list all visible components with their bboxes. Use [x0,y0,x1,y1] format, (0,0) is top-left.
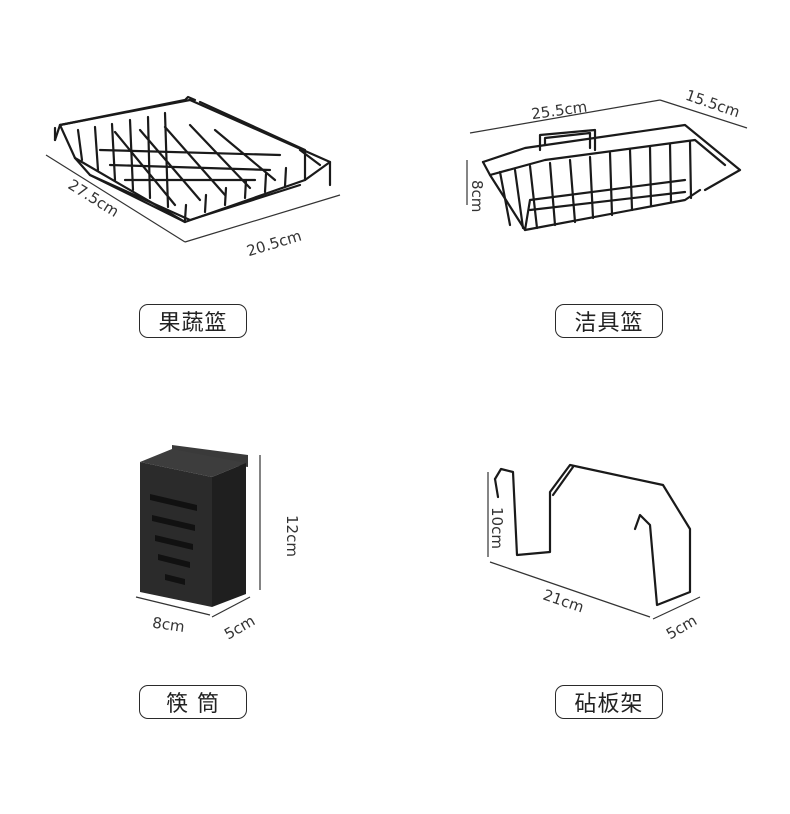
width-dimension-line [489,561,651,618]
width-dimension-line [135,596,211,616]
cutting-board-rack-label: 砧板架 [555,685,663,719]
fruit-basket-label: 果蔬篮 [139,304,247,338]
height-dimension-label: 8cm [468,180,486,212]
panel-fruit-basket: 27.5cm 20.5cm 果蔬篮 [0,0,395,407]
cleaning-basket-illustration: 25.5cm 15.5cm 8cm [466,86,748,232]
panel-chopstick-holder: 12cm 8cm 5cm 筷 筒 [0,407,395,814]
width-dimension-line [469,99,661,134]
chopstick-holder-illustration: 12cm 8cm 5cm [135,445,301,644]
fruit-basket-wire [53,95,332,224]
cleaning-basket-label: 洁具篮 [555,304,663,338]
depth-dimension-line [659,99,748,129]
depth-dimension-label: 5cm [663,611,700,643]
depth-dimension-line [45,154,186,243]
depth-dimension-line [211,596,251,618]
chopstick-holder-label: 筷 筒 [139,685,247,719]
panel-cleaning-basket: 25.5cm 15.5cm 8cm 洁具篮 [395,0,790,407]
height-dimension-label: 12cm [283,515,301,557]
cutting-board-rack-illustration: 10cm 21cm 5cm [487,463,701,643]
cleaning-basket-wire [481,123,742,232]
width-dimension-label: 8cm [151,614,186,636]
fruit-basket-illustration: 27.5cm 20.5cm [45,95,341,261]
depth-dimension-line [652,596,701,620]
depth-dimension-label: 15.5cm [683,86,742,121]
depth-dimension-label: 5cm [221,612,258,644]
width-dimension-label: 21cm [541,586,587,617]
chopstick-holder-body [140,445,248,607]
width-dimension-line [184,194,341,243]
panel-cutting-board-rack: 10cm 21cm 5cm 砧板架 [395,407,790,814]
cutting-board-rack-wire [493,463,692,607]
depth-dimension-label: 27.5cm [65,176,122,221]
height-dimension-label: 10cm [488,507,506,549]
width-dimension-label: 25.5cm [530,98,588,124]
width-dimension-label: 20.5cm [245,227,304,261]
